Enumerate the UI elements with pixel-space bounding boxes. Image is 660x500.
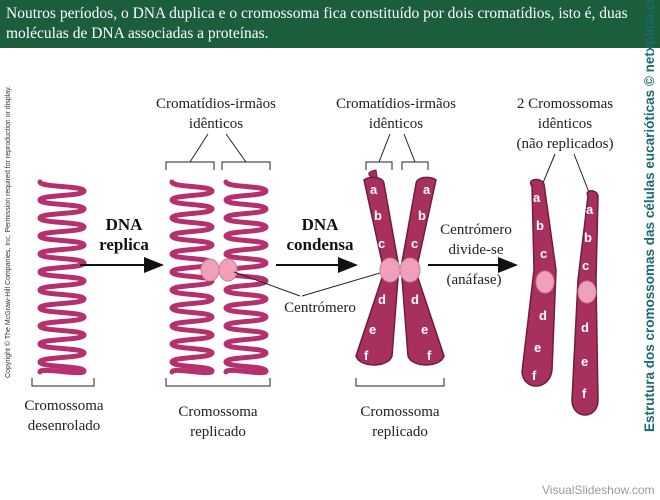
label-two-chromosomes-line3: (não replicados) xyxy=(516,136,613,152)
centromere-left xyxy=(200,258,220,282)
label-dna-condenses-line1: DNA xyxy=(302,215,340,234)
label-sister-chromatids-1-line2: idênticos xyxy=(189,116,243,132)
separated-chromosomes: a b c d e f a b c d e f xyxy=(521,178,599,416)
centromere-chromosome-right xyxy=(577,280,597,304)
label-dna-replicates-line2: replica xyxy=(99,235,149,254)
label-sister-chromatids-2-line1: Cromatídios-irmãos xyxy=(336,96,456,112)
segment-label-e-right: e xyxy=(421,322,428,337)
chromatid-arm-lower-right xyxy=(401,277,445,366)
segment-label-f-right: f xyxy=(427,348,432,363)
label-sister-chromatids-2-line2: idênticos xyxy=(369,116,423,132)
label-two-chromosomes-line1: 2 Cromossomas xyxy=(517,96,613,112)
segment-label-d-chromosome-left: d xyxy=(539,308,547,323)
label-dna-condenses-line2: condensa xyxy=(286,235,354,254)
segment-label-c-chromosome-right: c xyxy=(582,258,589,273)
chromatid-arm-lower-left xyxy=(355,277,399,366)
segment-label-b-left: b xyxy=(374,208,382,223)
watermark: VisualSlideshow.com xyxy=(542,483,655,497)
segment-label-c-right: c xyxy=(411,236,418,251)
label-anaphase: (anáfase) xyxy=(447,272,502,288)
segment-label-a-chromosome-left: a xyxy=(533,190,541,205)
label-sister-chromatids-1-line1: Cromatídios-irmãos xyxy=(156,96,276,112)
bracket-replicated-2 xyxy=(355,378,445,387)
side-caption: Estrutura dos cromossomas das células eu… xyxy=(642,0,657,432)
centromere-right xyxy=(218,258,238,282)
label-unwound-line2: desenrolado xyxy=(28,418,100,434)
label-centromere-divides-line2: divide-se xyxy=(449,242,504,258)
replicated-chromosome-uncondensed xyxy=(169,179,269,376)
centromere-chromosome-left xyxy=(535,270,555,294)
header-banner: Noutros períodos, o DNA duplica e o crom… xyxy=(0,0,660,48)
segment-label-e-chromosome-left: e xyxy=(534,340,541,355)
bracket-unwound xyxy=(31,378,95,387)
label-replicated-1-line2: replicado xyxy=(190,424,246,440)
dna-strand-chromatid-right xyxy=(223,179,269,376)
label-unwound-line1: Cromossoma xyxy=(24,398,104,414)
segment-label-b-chromosome-right: b xyxy=(584,230,592,245)
centromere-x-right xyxy=(399,257,421,283)
segment-label-a-left: a xyxy=(370,182,378,197)
chromatid-arm-upper-left xyxy=(363,176,399,263)
label-replicated-2-line1: Cromossoma xyxy=(360,404,440,420)
pointer-two-chromosomes xyxy=(539,153,593,201)
segment-label-c-chromosome-left: c xyxy=(540,246,547,261)
label-centromere-divides-line1: Centrómero xyxy=(440,222,512,238)
bracket-sister-chromatids-2 xyxy=(365,133,429,170)
segment-label-d-left: d xyxy=(378,292,386,307)
label-dna-replicates-line1: DNA xyxy=(106,215,144,234)
replicated-chromosome-condensed: a a b b c c d d e e f f xyxy=(355,169,445,366)
segment-label-d-right: d xyxy=(411,292,419,307)
label-two-chromosomes-line2: idênticos xyxy=(538,116,592,132)
segment-label-d-chromosome-right: d xyxy=(581,320,589,335)
bracket-replicated-1 xyxy=(165,378,271,387)
centromere-x-left xyxy=(379,257,401,283)
chromatid-arm-upper-right xyxy=(401,176,437,263)
unwound-chromosome xyxy=(37,179,87,376)
segment-label-a-chromosome-right: a xyxy=(586,202,594,217)
pointer-centromere xyxy=(233,269,391,297)
label-replicated-2-line2: replicado xyxy=(372,424,428,440)
bracket-sister-chromatids-1 xyxy=(165,133,271,170)
label-replicated-1-line1: Cromossoma xyxy=(178,404,258,420)
copyright-text: Copyright © The McGraw-Hill Companies, I… xyxy=(4,86,12,378)
segment-label-f-chromosome-left: f xyxy=(532,368,537,383)
segment-label-f-chromosome-right: f xyxy=(582,386,587,401)
segment-label-f-left: f xyxy=(364,348,369,363)
segment-label-a-right: a xyxy=(423,182,431,197)
dna-strand-unwound xyxy=(37,179,87,376)
segment-label-b-chromosome-left: b xyxy=(536,218,544,233)
label-centromere: Centrómero xyxy=(284,300,356,316)
segment-label-e-left: e xyxy=(369,322,376,337)
banner-text: Noutros períodos, o DNA duplica e o crom… xyxy=(6,5,628,42)
segment-label-b-right: b xyxy=(418,208,426,223)
segment-label-c-left: c xyxy=(378,236,385,251)
segment-label-e-chromosome-right: e xyxy=(581,354,588,369)
